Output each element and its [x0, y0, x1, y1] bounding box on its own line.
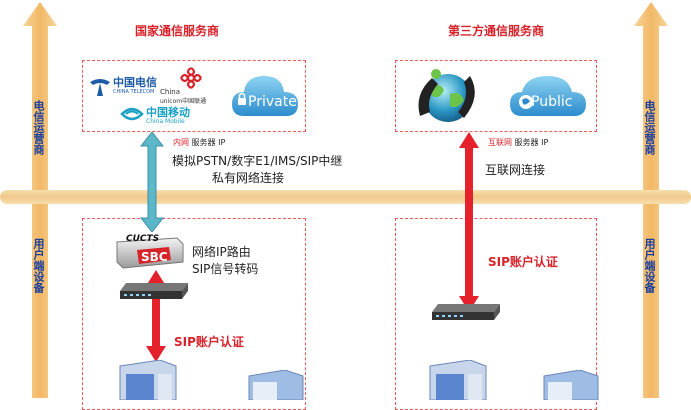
- right-link-desc: 互联网连接: [485, 163, 546, 177]
- sbc-desc-line1: 网络IP路由: [192, 245, 251, 259]
- right-red-arrow: [459, 132, 479, 312]
- right-server-ip-prefix: 互联网: [488, 138, 512, 147]
- unicom-logo-icon: [180, 67, 202, 89]
- right-sidebar-bottom-label: 用户端设备: [643, 238, 656, 293]
- private-cloud-label: Private: [248, 94, 297, 110]
- sbc-desc-line2: SIP信号转码: [192, 262, 259, 276]
- left-provider-box: [82, 60, 306, 132]
- left-link-desc-line2: 私有网络连接: [212, 171, 285, 185]
- sbc-device-icon: [116, 237, 184, 269]
- telecom-logo-icon: [90, 79, 110, 96]
- private-cloud-icon: [232, 76, 298, 116]
- sbc-desc: 网络IP路由 SIP信号转码: [192, 244, 258, 278]
- left-sidebar-bottom-label: 用户端设备: [32, 238, 45, 293]
- right-server-icon: [429, 360, 487, 400]
- left-server-icon: [119, 360, 177, 400]
- mobile-logo-en: China Mobile: [146, 118, 185, 125]
- sbc-label: SBC: [141, 250, 168, 264]
- right-server-ip-label: 互联网 服务器 IP: [488, 137, 548, 148]
- network-boundary-band: [0, 190, 691, 204]
- unicom-logo-en1: China: [160, 88, 180, 96]
- public-cloud-icon: [510, 76, 586, 116]
- left-sidebar-top-label: 电信运营商: [32, 100, 45, 155]
- mobile-logo-cn: 中国移动: [146, 106, 190, 119]
- left-server-ip-label: 内网 服务器 IP: [173, 137, 225, 148]
- left-server-icon-2: [248, 370, 304, 400]
- right-provider-title: 第三方通信服务商: [448, 24, 545, 38]
- telecom-logo-en: CHINA TELECOM: [113, 89, 155, 95]
- right-provider-box: [395, 60, 597, 132]
- right-server-ip-suffix: 服务器 IP: [514, 138, 549, 147]
- sbc-brand: CUCTS: [126, 234, 160, 244]
- teal-link-arrow: [140, 132, 164, 232]
- left-link-desc: 模拟PSTN/数字E1/IMS/SIP中继 私有网络连接: [172, 153, 342, 187]
- right-network-switch-icon: [432, 304, 500, 320]
- right-auth-label: SIP账户认证: [488, 255, 558, 269]
- right-sidebar-top-label: 电信运营商: [643, 100, 656, 155]
- left-network-switch-icon: [120, 283, 188, 299]
- public-cloud-label: Public: [531, 94, 573, 110]
- left-provider-title: 国家通信服务商: [135, 24, 220, 38]
- mobile-logo-icon: [120, 107, 144, 121]
- left-link-desc-line1: 模拟PSTN/数字E1/IMS/SIP中继: [172, 154, 343, 168]
- left-server-ip-prefix: 内网: [173, 138, 189, 147]
- unicom-logo-en2: unicom中国联通: [160, 98, 207, 105]
- left-server-ip-suffix: 服务器 IP: [191, 138, 226, 147]
- globe-phone-icon: [418, 69, 475, 122]
- right-server-icon-2: [543, 370, 599, 400]
- left-auth-label: SIP账户认证: [174, 335, 244, 349]
- telecom-logo-cn: 中国电信: [113, 76, 157, 89]
- left-red-arrow: [146, 270, 166, 362]
